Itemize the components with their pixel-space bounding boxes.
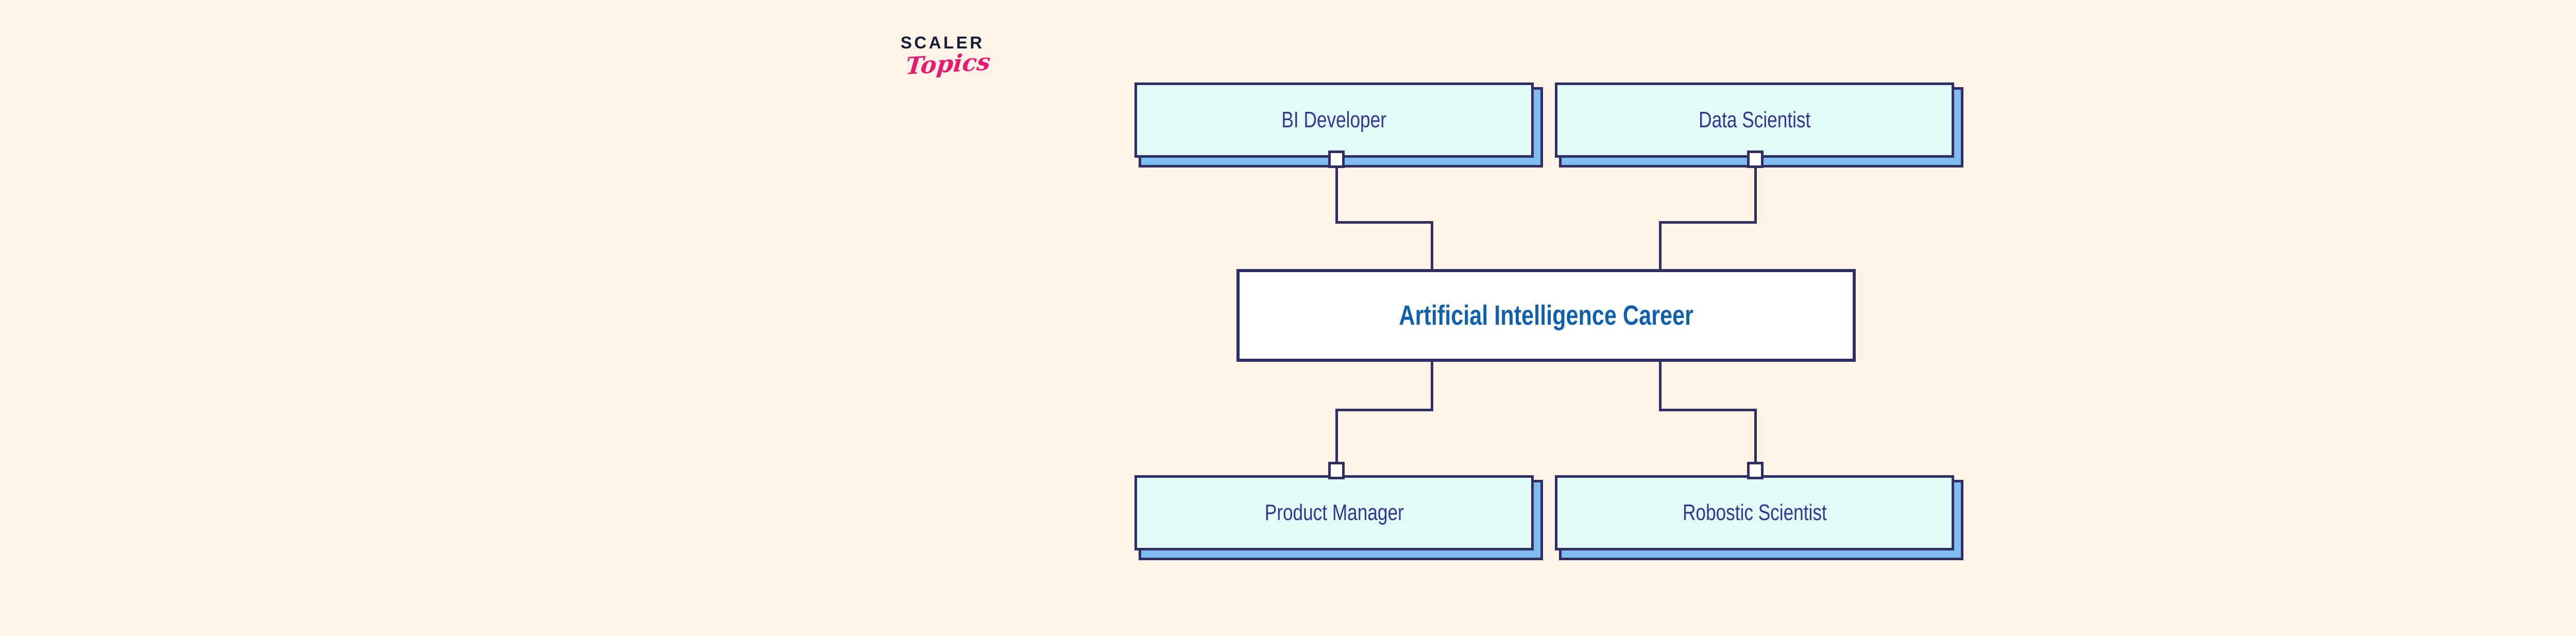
connector-handle-product-manager[interactable]	[1328, 462, 1345, 479]
connector-handle-robostic-scientist[interactable]	[1747, 462, 1764, 479]
node-data-scientist-label: Data Scientist	[1698, 107, 1811, 132]
connector-robostic-scientist-segment-right	[1659, 409, 1757, 411]
logo-wordmark-scaler: SCALER	[901, 33, 985, 52]
connector-product-manager-segment-left	[1335, 409, 1433, 411]
connector-robostic-scientist-segment-down	[1659, 359, 1662, 411]
node-artificial-intelligence-career[interactable]: Artificial Intelligence Career	[1236, 269, 1856, 362]
connector-data-scientist-segment-down2	[1659, 221, 1662, 271]
connector-product-manager-segment-down	[1431, 359, 1433, 411]
scaler-topics-logo: SCALER Topics	[901, 34, 1035, 101]
node-product-manager-label: Product Manager	[1264, 500, 1404, 525]
connector-robostic-scientist-segment-down2	[1754, 409, 1757, 463]
connector-product-manager-segment-down2	[1335, 409, 1338, 463]
connector-handle-data-scientist[interactable]	[1747, 150, 1764, 168]
node-bi-developer-label: BI Developer	[1281, 107, 1387, 132]
node-robostic-scientist[interactable]: Robostic Scientist	[1555, 475, 1954, 550]
connector-bi-developer-segment-down	[1335, 168, 1338, 224]
connector-data-scientist-segment-down	[1754, 168, 1757, 224]
node-bi-developer[interactable]: BI Developer	[1134, 82, 1534, 158]
connector-handle-bi-developer[interactable]	[1328, 150, 1345, 168]
node-data-scientist[interactable]: Data Scientist	[1555, 82, 1954, 158]
connector-data-scientist-segment-left	[1659, 221, 1757, 224]
logo-wordmark-topics: Topics	[904, 47, 992, 80]
node-robostic-scientist-label: Robostic Scientist	[1682, 500, 1827, 525]
node-artificial-intelligence-career-label: Artificial Intelligence Career	[1399, 300, 1693, 331]
connector-bi-developer-segment-down2	[1431, 221, 1433, 271]
node-product-manager[interactable]: Product Manager	[1134, 475, 1534, 550]
connector-bi-developer-segment-right	[1335, 221, 1433, 224]
